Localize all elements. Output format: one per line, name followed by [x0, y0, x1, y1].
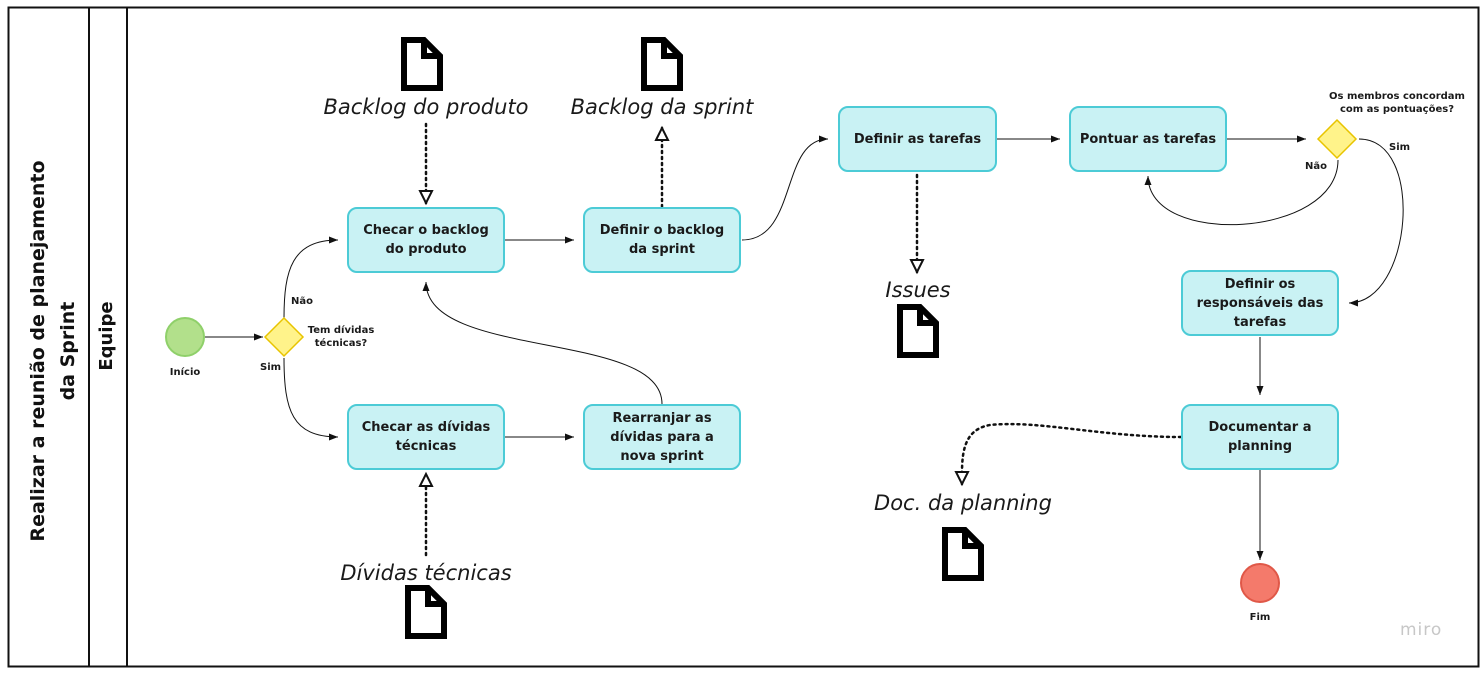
- document-icon-planning-doc: [945, 530, 981, 578]
- flow-agreement-nao-back-to-score: [1144, 159, 1339, 226]
- flow-define-sprint-backlog-to-define-tasks: [741, 135, 829, 241]
- start-event: [165, 317, 205, 357]
- flow-gateway-sim-to-check-debts: [283, 357, 339, 441]
- gateway-technical-debt-no: Não: [291, 296, 313, 307]
- task-document-planning: Documentar a planning: [1181, 404, 1339, 470]
- task-score-tasks: Pontuar as tarefas: [1069, 106, 1227, 172]
- sequence-flows: [205, 135, 1404, 560]
- task-define-sprint-backlog: Definir o backlog da sprint: [583, 207, 741, 273]
- document-icon-issues: [900, 307, 936, 355]
- flow-agreement-sim-to-define-owners: [1348, 138, 1404, 307]
- task-define-tasks: Definir as tarefas: [838, 106, 997, 172]
- gateway-technical-debt: [263, 316, 305, 358]
- task-check-debts: Checar as dívidas técnicas: [347, 404, 505, 470]
- end-event: [1240, 563, 1280, 603]
- lane-title: Equipe: [96, 301, 117, 371]
- document-label-product-backlog: Backlog do produto: [323, 95, 529, 119]
- gateway-technical-debt-question: Tem dívidas técnicas?: [307, 325, 375, 349]
- task-define-owners: Definir os responsáveis das tarefas: [1181, 270, 1339, 336]
- end-event-label: Fim: [1249, 612, 1271, 623]
- document-label-issues: Issues: [885, 278, 951, 302]
- start-event-label: Início: [169, 367, 201, 378]
- document-label-sprint-backlog: Backlog da sprint: [570, 95, 754, 119]
- gateway-agreement-no: Não: [1305, 161, 1327, 172]
- document-icon-technical-debts: [408, 588, 444, 636]
- document-label-technical-debts: Dívidas técnicas: [340, 561, 512, 585]
- flow-rearrange-to-check-backlog: [422, 281, 663, 405]
- gateway-agreement: [1316, 118, 1358, 160]
- pool-title: Realizar a reunião de planejamento da Sp…: [27, 160, 79, 542]
- miro-logo: miro: [1400, 620, 1443, 640]
- gateway-agreement-question: Os membros concordam com as pontuações?: [1329, 91, 1465, 115]
- gateway-technical-debt-yes: Sim: [260, 362, 282, 373]
- flow-gateway-nao-to-check-backlog: [283, 236, 339, 319]
- association-planning-doc: [954, 422, 1183, 487]
- gateway-agreement-yes: Sim: [1389, 142, 1411, 153]
- document-icon-sprint-backlog: [644, 40, 680, 88]
- document-icon-product-backlog: [404, 40, 440, 88]
- task-check-backlog: Checar o backlog do produto: [347, 207, 505, 273]
- document-label-planning-doc: Doc. da planning: [874, 491, 1052, 515]
- task-rearrange-debts: Rearranjar as dívidas para a nova sprint: [583, 404, 741, 470]
- data-associations: [418, 122, 1183, 557]
